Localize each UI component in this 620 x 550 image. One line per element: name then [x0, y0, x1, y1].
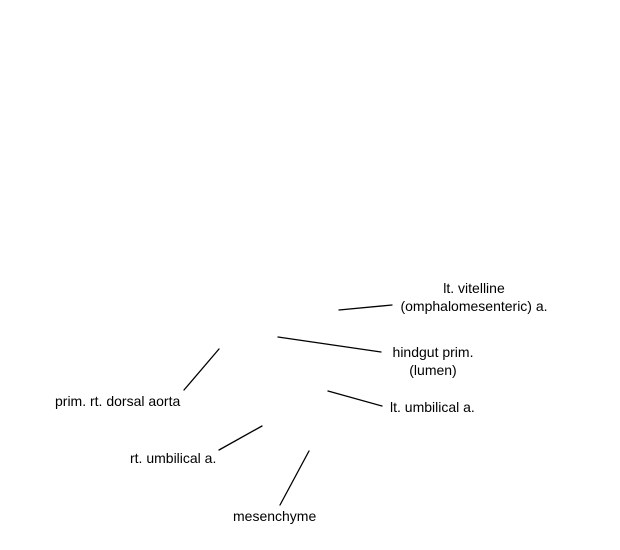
leader-line-prim-rt-dorsal-aorta	[183, 348, 220, 391]
label-hindgut: hindgut prim. (lumen)	[381, 343, 485, 379]
label-lt-vitelline: lt. vitelline (omphalomesenteric) a.	[392, 279, 556, 315]
label-rt-umbilical: rt. umbilical a.	[130, 450, 217, 466]
label-mesenchyme: mesenchyme	[233, 508, 317, 524]
label-lt-vitelline-line2: (omphalomesenteric) a.	[400, 298, 548, 314]
leader-line-mesenchyme	[279, 450, 310, 506]
leader-line-rt-umbilical	[218, 425, 263, 451]
label-prim-rt-dorsal-aorta: prim. rt. dorsal aorta	[55, 393, 181, 409]
label-hindgut-line2: (lumen)	[409, 362, 457, 378]
leader-line-lt-vitelline	[338, 304, 393, 311]
label-lt-umbilical: lt. umbilical a.	[390, 399, 475, 415]
label-lt-vitelline-line1: lt. vitelline	[443, 280, 505, 296]
label-hindgut-line1: hindgut prim.	[392, 344, 474, 360]
leader-line-lt-umbilical	[327, 390, 383, 407]
leader-line-hindgut	[277, 336, 382, 353]
